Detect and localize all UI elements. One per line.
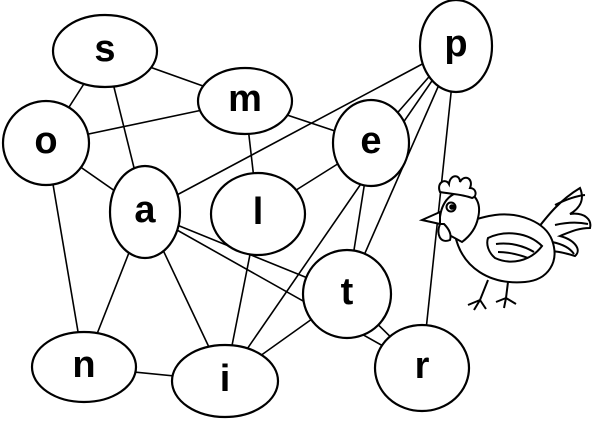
node-label-e: e: [360, 120, 381, 162]
node-ellipse-i: [170, 343, 280, 419]
node-label-r: r: [415, 345, 430, 387]
node-i: i: [170, 343, 280, 419]
node-r: r: [373, 323, 471, 413]
node-a: a: [108, 164, 182, 260]
node-ellipse-r: [373, 323, 471, 413]
edge-p-i: [224, 45, 457, 382]
node-t: t: [301, 248, 393, 340]
node-ellipse-n: [30, 330, 138, 404]
node-label-o: o: [34, 120, 57, 162]
node-label-a: a: [134, 189, 156, 231]
node-ellipse-e: [331, 98, 411, 188]
node-label-i: i: [220, 358, 231, 400]
node-label-t: t: [341, 271, 354, 313]
node-ellipse-m: [196, 66, 294, 136]
edge-p-a: [144, 45, 457, 213]
node-e: e: [331, 98, 411, 188]
hen-icon: [418, 175, 592, 311]
node-l: l: [209, 171, 307, 257]
node-label-l: l: [253, 191, 264, 233]
node-s: s: [51, 13, 159, 89]
node-p: p: [418, 0, 494, 94]
node-o: o: [1, 99, 91, 187]
node-label-n: n: [72, 344, 95, 386]
edge-a-r: [144, 211, 423, 369]
node-m: m: [196, 66, 294, 136]
edge-p-r: [421, 45, 457, 369]
node-ellipse-s: [51, 13, 159, 89]
node-ellipse-t: [301, 248, 393, 340]
node-ellipse-a: [108, 164, 182, 260]
node-ellipse-l: [209, 171, 307, 257]
node-label-m: m: [228, 78, 262, 120]
node-label-s: s: [94, 28, 115, 70]
nodes: s m p o e a l t n i r: [1, 0, 494, 419]
node-n: n: [30, 330, 138, 404]
node-ellipse-p: [418, 0, 494, 94]
node-ellipse-o: [1, 99, 91, 187]
node-label-p: p: [444, 23, 467, 65]
